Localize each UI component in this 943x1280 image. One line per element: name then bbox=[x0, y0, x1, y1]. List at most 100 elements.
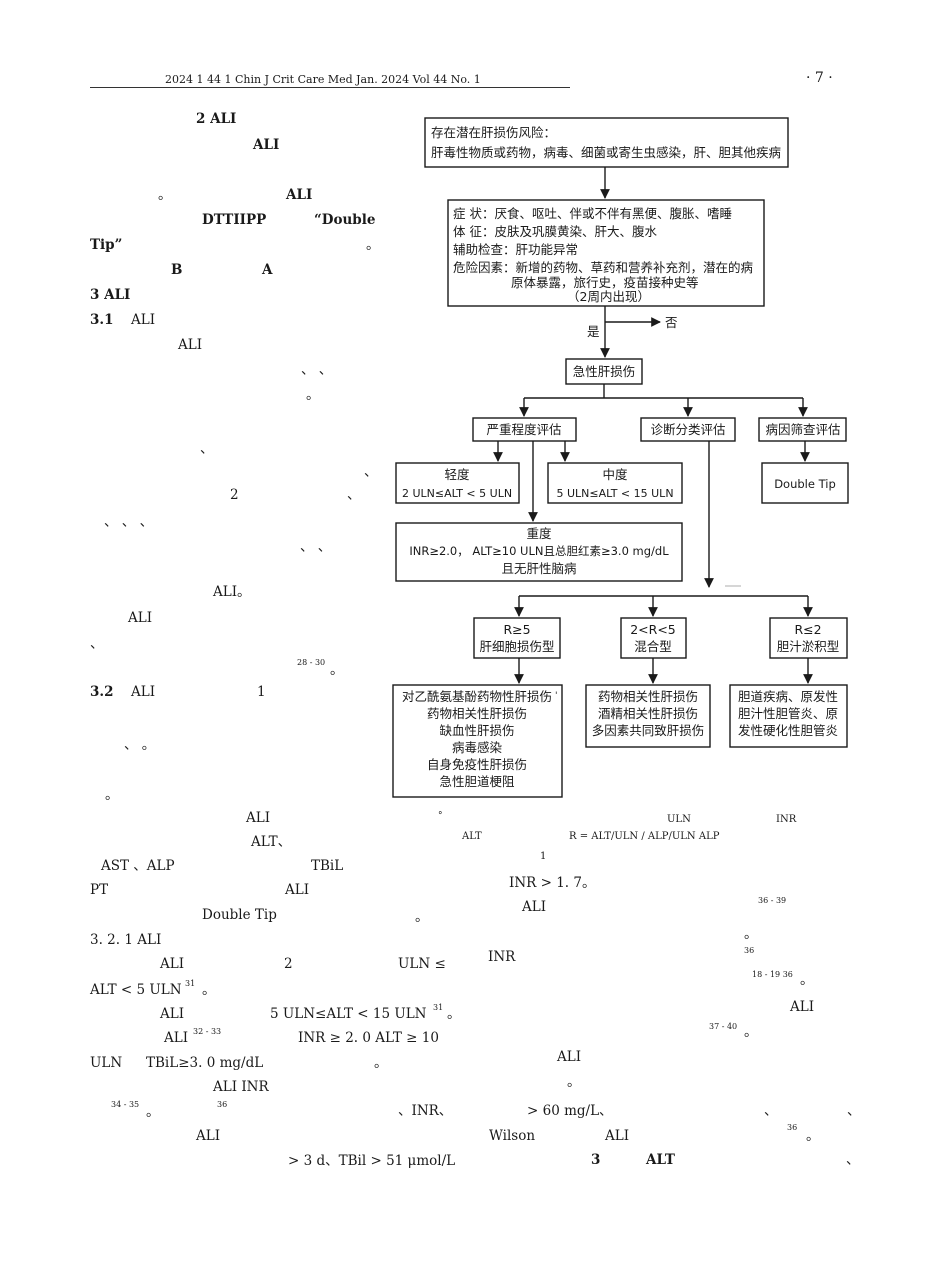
cause-item: 缺血性肝损伤 bbox=[439, 723, 514, 738]
text-fragment: DTTIIPP bbox=[202, 212, 267, 228]
text-fragment: ALT < 5 ULN bbox=[90, 982, 182, 998]
clinical-features-box bbox=[447, 199, 765, 307]
double-tip-label: Double Tip bbox=[774, 477, 836, 491]
flowchart-figure: 存在潜在肝损伤风险： 肝毒性物质或药物，病毒、细菌或寄生虫感染，肝、胆其他疾病 … bbox=[392, 117, 849, 798]
text-fragment: 、 、 bbox=[300, 539, 332, 555]
r-le-2-label: R≤2 bbox=[794, 622, 821, 637]
text-fragment: 。 bbox=[567, 1074, 581, 1090]
subsection-number: 3.1 bbox=[90, 312, 114, 328]
double-tip-box bbox=[761, 462, 849, 504]
text-fragment: 。 bbox=[202, 982, 216, 998]
hepatocellular-causes-box bbox=[392, 684, 563, 798]
text-fragment: INR bbox=[488, 949, 516, 965]
moderate-criteria: 5 ULN≤ALT < 15 ULN bbox=[556, 487, 673, 500]
citation: 36 bbox=[744, 946, 755, 955]
text-fragment: ULN bbox=[90, 1055, 123, 1071]
citation: 32 - 33 bbox=[193, 1027, 222, 1036]
moderate-title: 中度 bbox=[602, 467, 628, 482]
text-fragment: 2 ALI bbox=[196, 111, 237, 127]
text-fragment: 2 bbox=[230, 487, 239, 503]
risk-box-content: 肝毒性物质或药物，病毒、细菌或寄生虫感染，肝、胆其他疾病 bbox=[431, 145, 781, 160]
cholestatic-causes-box bbox=[729, 684, 848, 748]
severe-criteria: INR≥2.0， ALT≥10 ULN且总胆红素≥3.0 mg/dL bbox=[409, 544, 669, 558]
etiology-screening-label: 病因筛查评估 bbox=[765, 422, 840, 437]
diagnostic-classification-box bbox=[640, 417, 736, 442]
mild-title: 轻度 bbox=[444, 467, 470, 482]
severe-criteria-2: 且无肝性脑病 bbox=[501, 561, 576, 576]
text-fragment: INR bbox=[776, 814, 797, 825]
text-fragment: 。 bbox=[415, 909, 429, 925]
risk-factors-line-2: 原体暴露，旅行史，疫苗接种史等 bbox=[511, 275, 699, 290]
severe-box bbox=[395, 522, 683, 582]
r-ge-5-label: R≥5 bbox=[503, 622, 530, 637]
text-fragment: 、 bbox=[200, 441, 214, 457]
text-fragment: 1 bbox=[257, 684, 266, 700]
text-fragment: 。 bbox=[306, 387, 320, 403]
text-fragment: 3 bbox=[591, 1152, 601, 1168]
text-fragment: AST 、ALP bbox=[101, 858, 175, 874]
running-header: 2024 1 44 1 Chin J Crit Care Med Jan. 20… bbox=[165, 73, 481, 86]
citation: 31 bbox=[185, 979, 196, 988]
yes-label: 是 bbox=[587, 324, 600, 339]
text-fragment: B bbox=[171, 262, 183, 278]
section-heading: 3 ALI bbox=[90, 287, 131, 303]
risk-box-title: 存在潜在肝损伤风险： bbox=[431, 125, 556, 140]
severe-title: 重度 bbox=[526, 526, 552, 541]
hepatocellular-label: 肝细胞损伤型 bbox=[479, 639, 554, 654]
text-fragment: 5 ULN≤ALT < 15 ULN bbox=[270, 1006, 427, 1022]
text-fragment: ALI bbox=[160, 1006, 185, 1022]
severity-assessment-box bbox=[472, 417, 577, 442]
page-number: · 7 · bbox=[806, 70, 833, 86]
text-fragment: A bbox=[262, 262, 273, 278]
mixed-causes-box bbox=[585, 684, 711, 748]
cause-item: 多因素共同致肝损伤 bbox=[592, 723, 705, 738]
text-fragment: ALI bbox=[178, 337, 203, 353]
text-fragment: ULN bbox=[667, 814, 691, 825]
text-fragment: ALI bbox=[522, 899, 547, 915]
text-fragment: INR > 1. 7。 bbox=[509, 875, 596, 891]
citation: 28 - 30 bbox=[297, 658, 326, 667]
cause-item: 酒精相关性肝损伤 bbox=[598, 706, 698, 721]
citation: 36 - 39 bbox=[758, 896, 787, 905]
cause-item: 胆道疾病、原发性 bbox=[738, 689, 838, 704]
footnote-mark: ' bbox=[555, 691, 557, 701]
text-fragment: 、 bbox=[347, 487, 361, 503]
no-label: 否 bbox=[665, 315, 678, 330]
cause-item: 对乙酰氨基酚药物性肝损伤 bbox=[402, 689, 552, 704]
acute-liver-injury-label: 急性肝损伤 bbox=[573, 364, 636, 379]
citation: 31 bbox=[433, 1003, 444, 1012]
text-fragment: ULN ≤ bbox=[398, 956, 446, 972]
cause-item: 药物相关性肝损伤 bbox=[427, 706, 527, 721]
text-fragment: 。 bbox=[146, 1104, 160, 1120]
text-fragment: ALI bbox=[196, 1128, 221, 1144]
text-fragment: 、 bbox=[846, 1152, 860, 1168]
cause-item: 药物相关性肝损伤 bbox=[598, 689, 698, 704]
text-fragment: R = ALT/ULN / ALP/ULN ALP bbox=[569, 831, 720, 842]
risk-box bbox=[424, 117, 789, 168]
text-fragment: 、 bbox=[847, 1103, 861, 1119]
text-fragment: “Double bbox=[314, 212, 376, 228]
text-fragment: 。 bbox=[800, 972, 814, 988]
citation: 37 - 40 bbox=[709, 1022, 738, 1031]
text-fragment: 。 bbox=[744, 1024, 758, 1040]
mixed-label: 混合型 bbox=[634, 639, 672, 654]
text-fragment: ALT bbox=[462, 831, 482, 842]
text-fragment: PT bbox=[90, 882, 109, 898]
text-fragment: ALI bbox=[246, 810, 271, 826]
citation: 36 bbox=[787, 1123, 798, 1132]
text-fragment: 。 bbox=[374, 1055, 388, 1071]
text-fragment: 。 bbox=[806, 1128, 820, 1144]
auxiliary-exam-line: 辅助检查：肝功能异常 bbox=[453, 242, 578, 257]
text-fragment: ALI bbox=[160, 956, 185, 972]
r-mixed-label: 2<R<5 bbox=[630, 622, 676, 637]
risk-factors-line: 危险因素：新增的药物、草药和营养补充剂，潜在的病 bbox=[453, 260, 753, 275]
text-fragment: 、 。 bbox=[124, 737, 156, 753]
text-fragment: 1 bbox=[540, 851, 547, 862]
cause-item: 急性胆道梗阻 bbox=[439, 774, 515, 789]
text-fragment: 、 bbox=[764, 1103, 778, 1119]
moderate-box bbox=[547, 462, 683, 504]
diagnostic-classification-label: 诊断分类评估 bbox=[650, 422, 725, 437]
text-fragment: ALI。 bbox=[213, 584, 251, 600]
text-fragment: 。 bbox=[447, 1006, 461, 1022]
text-fragment: 。 bbox=[105, 787, 119, 803]
